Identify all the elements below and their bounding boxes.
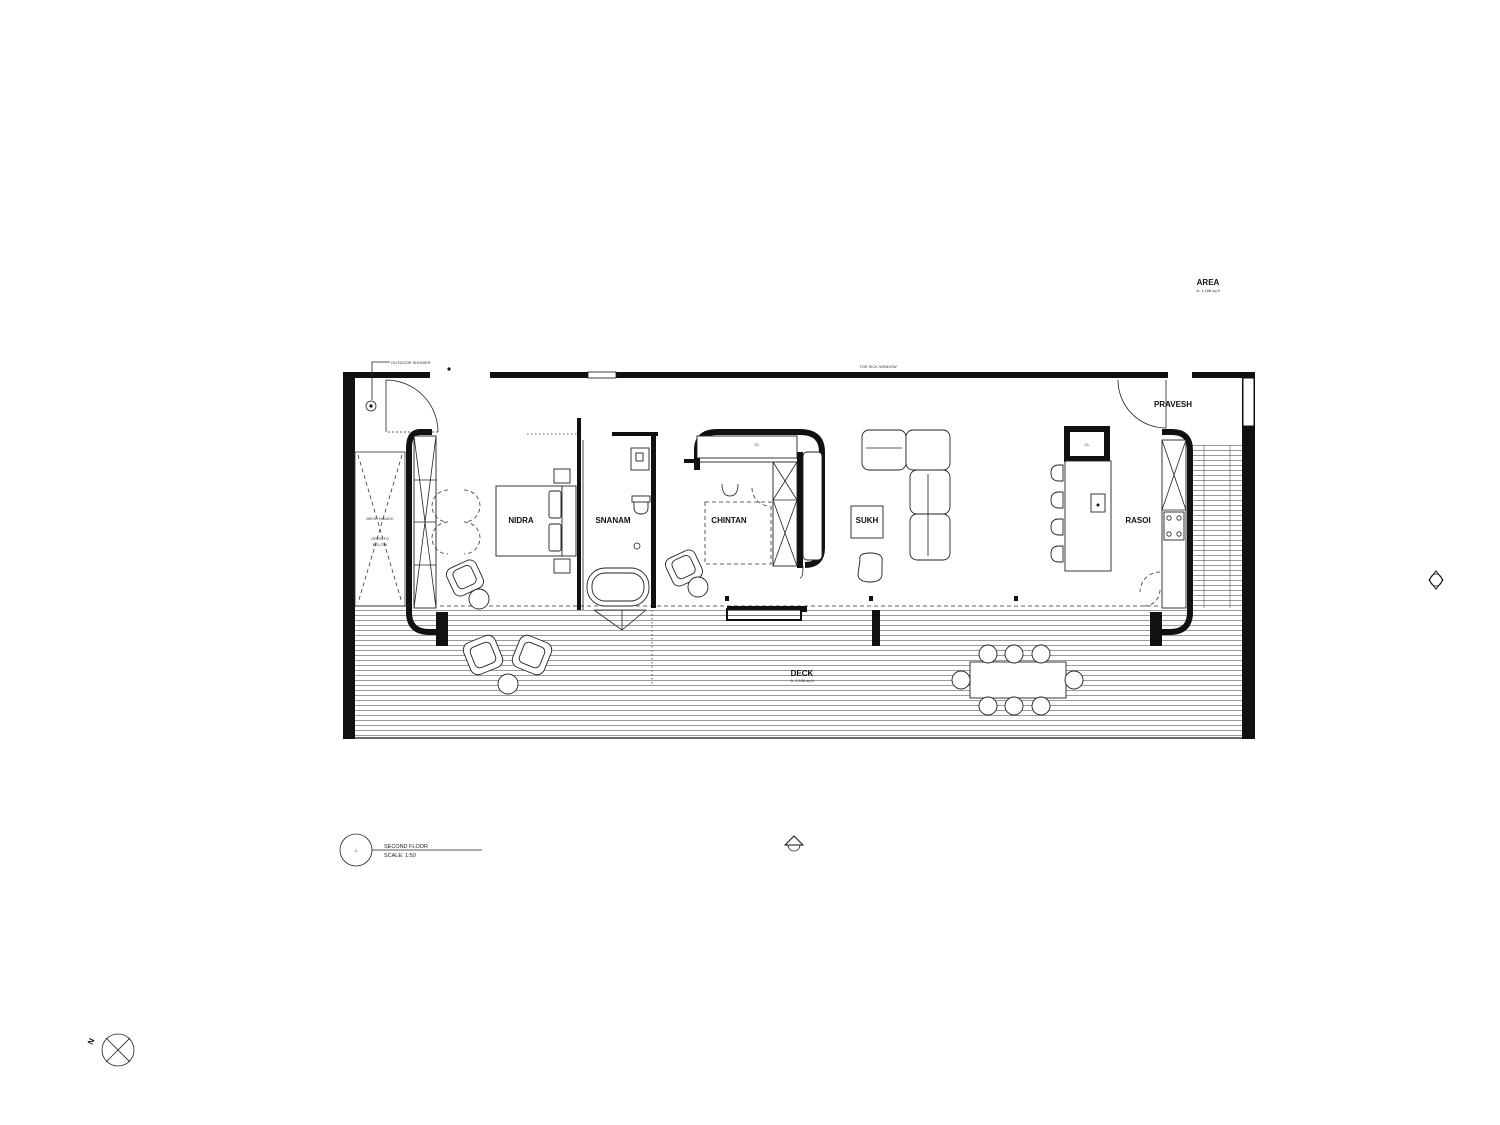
- drawing-number: 1: [355, 848, 358, 853]
- mesh-hamoc-area: [354, 451, 409, 607]
- sofa: [861, 429, 951, 561]
- dining-table: [951, 644, 1084, 716]
- mesh-hamoc-label: MESH HAMOC: [366, 516, 394, 521]
- room-label-sukh: SUKH: [856, 516, 879, 525]
- open-to-below-label-1: OPEN TO: [371, 536, 389, 541]
- area-title: AREA: [1197, 278, 1220, 287]
- section-marker-east: [1428, 570, 1444, 590]
- north-arrow-icon: [101, 1033, 135, 1067]
- outdoor-shower-note: OUTDOOR SHOWER: [391, 360, 431, 365]
- room-label-pravesh: PRAVESH: [1154, 400, 1192, 409]
- deck: [355, 445, 1242, 738]
- nidra-armchair: [446, 559, 490, 610]
- drawing-scale: SCALE: 1:50: [384, 853, 416, 859]
- room-label-nidra: NIDRA: [508, 516, 534, 525]
- north-letter: N: [86, 1037, 97, 1046]
- kitchen-island: CL: [1050, 426, 1112, 572]
- room-label-snanam: SNANAM: [595, 516, 630, 525]
- area-value: A: 1,188 sq ft: [1196, 288, 1220, 293]
- bed: [495, 468, 577, 574]
- open-to-below-label-2: BELOW: [373, 542, 388, 547]
- bathroom-fixtures: [586, 432, 658, 631]
- deck-lounge-chairs: [462, 634, 553, 695]
- room-label-deck: DECK: [791, 669, 814, 678]
- drawing-name: SECOND FLOOR: [384, 844, 428, 850]
- room-label-chintan: CHINTAN: [711, 516, 747, 525]
- exterior-walls: [343, 371, 1255, 739]
- room-label-rasoi: RASOI: [1125, 516, 1150, 525]
- chintan-armchair: [665, 549, 709, 598]
- chintan-closet-label: CL: [754, 442, 760, 447]
- deck-area-note: A: 1,188 sq ft: [790, 678, 814, 683]
- toe-kick-window-note: TOE KICK WINDOW: [859, 364, 896, 369]
- title-block: [339, 833, 482, 867]
- rasoi-closet-label: CL: [1084, 442, 1090, 447]
- section-marker-south: [783, 835, 805, 852]
